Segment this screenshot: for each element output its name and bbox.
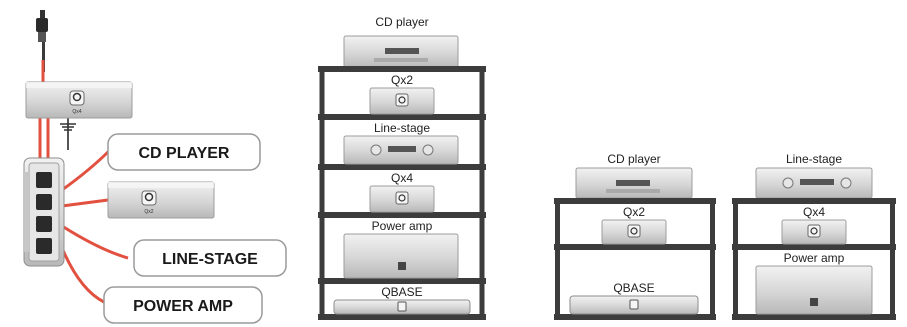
tall-rack-qx2 — [369, 87, 435, 115]
small-right-qx4 — [781, 219, 847, 245]
tall-rack-power-amp — [343, 233, 459, 279]
small-left-qbase-caption: QBASE — [613, 281, 654, 295]
tall-rack-line-stage — [343, 135, 459, 165]
qx4-unit-mark: Qx4 — [72, 109, 81, 115]
tall-rack-power-amp-caption: Power amp — [372, 219, 433, 233]
power-amp-label: POWER AMP — [133, 298, 233, 315]
cd-player-label-box: CD PLAYER — [107, 133, 261, 171]
power-distribution-strip — [23, 157, 65, 267]
small-left-cd-player-caption: CD player — [607, 152, 660, 166]
small-rack-left: CD player Qx2 QBASE — [554, 152, 716, 320]
small-left-qx2 — [601, 219, 667, 245]
left-connection-diagram: Qx4 Qx2 CD PLAYER LINE-STAGE — [23, 10, 287, 324]
ground-cable — [60, 118, 76, 150]
tall-rack-qbase-caption: QBASE — [381, 285, 422, 299]
small-right-line-stage — [755, 167, 873, 199]
small-left-qbase — [569, 295, 699, 315]
line-stage-label-box: LINE-STAGE — [133, 239, 287, 277]
small-left-cd-player — [575, 167, 693, 199]
small-right-power-amp — [755, 265, 873, 315]
tall-rack: CD player Qx2 Line-stage — [318, 15, 486, 320]
tall-rack-frame — [318, 66, 486, 320]
small-right-qx4-caption: Qx4 — [803, 205, 825, 219]
small-right-frame — [732, 198, 896, 320]
tall-rack-qbase — [333, 299, 471, 315]
small-left-qx2-caption: Qx2 — [623, 205, 645, 219]
qx2-unit: Qx2 — [107, 181, 215, 219]
tall-rack-line-stage-caption: Line-stage — [374, 121, 430, 135]
line-stage-label: LINE-STAGE — [162, 251, 258, 268]
power-amp-label-box: POWER AMP — [103, 286, 263, 324]
tall-rack-qx2-caption: Qx2 — [391, 73, 413, 87]
tall-rack-qx4 — [369, 185, 435, 213]
small-left-frame — [554, 198, 716, 320]
power-cables — [38, 60, 129, 304]
qx4-unit: Qx4 — [25, 81, 133, 119]
tall-rack-cd-player — [343, 35, 459, 69]
power-plug-icon — [36, 10, 48, 72]
small-right-power-amp-caption: Power amp — [784, 251, 845, 265]
tall-rack-qx4-caption: Qx4 — [391, 171, 413, 185]
small-rack-right: Line-stage Qx4 Power amp — [732, 152, 896, 320]
small-right-line-stage-caption: Line-stage — [786, 152, 842, 166]
qx2-unit-mark: Qx2 — [144, 209, 153, 215]
tall-rack-cd-player-caption: CD player — [375, 15, 428, 29]
cd-player-label: CD PLAYER — [139, 145, 230, 162]
